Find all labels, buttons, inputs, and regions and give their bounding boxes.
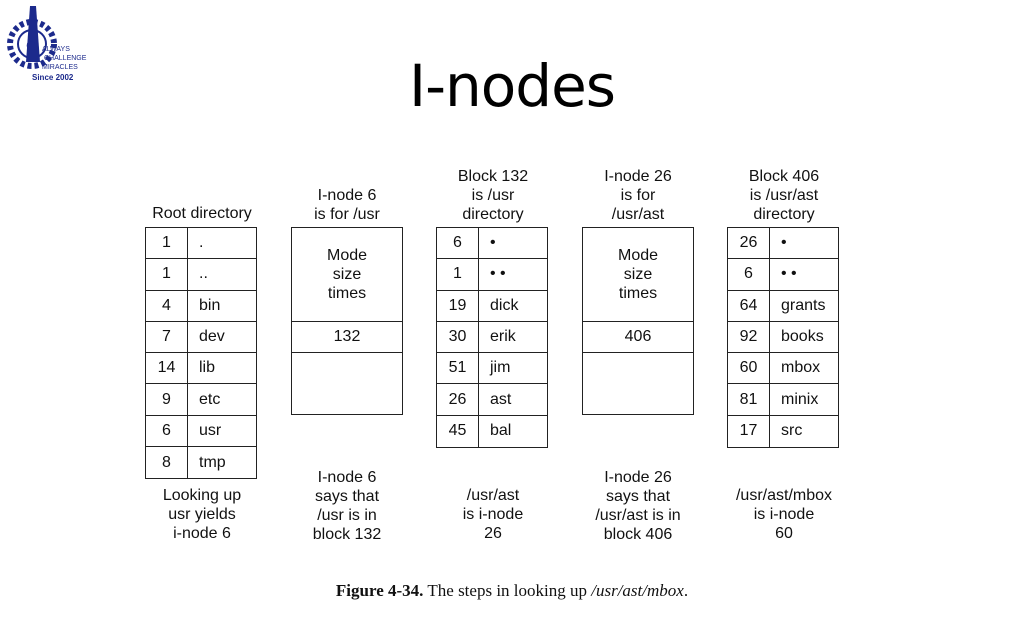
entry-name: minix — [781, 390, 819, 408]
block406-caption: /usr/ast/mbox is i-node 60 — [735, 487, 833, 542]
inode-number: 60 — [728, 353, 770, 384]
entry-name: dev — [199, 328, 225, 346]
inode6-attributes: Mode size times — [292, 228, 402, 322]
entry-name: etc — [199, 390, 221, 408]
entry-name: • — [781, 234, 787, 252]
slide-title: I-nodes — [409, 52, 616, 120]
inode-number: 30 — [437, 321, 479, 353]
inode26-attributes: Mode size times — [583, 228, 693, 322]
table-row: 9 etc — [146, 384, 256, 416]
svg-text:CHALLENGE: CHALLENGE — [44, 55, 87, 62]
table-row: 17 src — [728, 415, 838, 448]
svg-text:ALWAYS: ALWAYS — [42, 46, 70, 53]
inode6-caption: I-node 6 says that /usr is in block 132 — [312, 469, 382, 543]
table-row: 6 • • — [728, 259, 838, 291]
inode-number: 7 — [146, 321, 188, 353]
table-row: 45 bal — [437, 415, 547, 448]
figure-path: /usr/ast/mbox — [591, 581, 684, 600]
entry-name: mbox — [781, 359, 821, 377]
entry-name: erik — [490, 328, 516, 346]
inode26-header: I-node 26 is for /usr/ast — [604, 168, 672, 223]
inode-number: 45 — [437, 415, 479, 448]
block132-header: Block 132 is /usr directory — [457, 168, 529, 223]
inode6-box: Mode size times 132 — [291, 227, 403, 415]
inode-number: 1 — [146, 228, 188, 259]
entry-name: bin — [199, 296, 221, 314]
inode-number: 64 — [728, 290, 770, 321]
block406-table: 26 • 6 • • 64 grants 92 books 60 mbox 81 minix 17 src — [727, 227, 839, 449]
table-row: 8 tmp — [146, 447, 256, 479]
inode6-header: I-node 6 is for /usr — [314, 187, 380, 223]
inode-number: 26 — [437, 384, 479, 415]
entry-name: tmp — [199, 453, 226, 471]
entry-name: books — [781, 328, 824, 346]
table-row: 92 books — [728, 321, 838, 354]
svg-text:MIRACLES: MIRACLES — [42, 64, 78, 71]
block406-header: Block 406 is /usr/ast directory — [748, 168, 820, 223]
inode26-block-pointer: 406 — [583, 322, 693, 353]
figure-label: Figure 4-34. — [335, 581, 424, 600]
figure-end: . — [683, 581, 689, 600]
inode-number: 81 — [728, 384, 770, 415]
svg-text:C: C — [26, 39, 36, 54]
inode-number: 26 — [728, 228, 770, 259]
inode-number: 8 — [146, 447, 188, 479]
entry-name: usr — [199, 421, 222, 439]
table-row: 26 ast — [437, 384, 547, 416]
inode-number: 6 — [146, 415, 188, 447]
table-row: 1. — [146, 228, 256, 260]
entry-name: lib — [199, 359, 216, 377]
inode26-box: Mode size times 406 — [582, 227, 694, 415]
inode-number: 6 — [728, 259, 770, 290]
entry-name: bal — [490, 422, 512, 440]
table-row: 6 usr — [146, 415, 256, 448]
table-row: 81 minix — [728, 384, 838, 416]
inode-number: 19 — [437, 290, 479, 321]
root-directory-header: Root directory — [152, 205, 252, 222]
table-row: 51 jim — [437, 353, 547, 385]
table-row: 14 lib — [146, 353, 256, 385]
table-row: 6• — [437, 228, 547, 260]
svg-text:Since 2002: Since 2002 — [32, 73, 74, 82]
inode-number: 14 — [146, 353, 188, 384]
inode-number: 17 — [728, 415, 770, 448]
table-row: 19 dick — [437, 290, 547, 322]
figure-caption: Figure 4-34. The steps in looking up /us… — [0, 581, 1024, 601]
entry-name: • • — [781, 265, 797, 283]
table-row: 64 grants — [728, 290, 838, 322]
entry-name: jim — [490, 359, 511, 377]
entry-name: src — [781, 422, 803, 440]
entry-name: ast — [490, 390, 512, 408]
entry-name: . — [199, 234, 204, 252]
entry-name: • — [490, 234, 496, 252]
inode-number: 4 — [146, 290, 188, 321]
inode-number: 6 — [437, 228, 479, 259]
table-row: 1.. — [146, 259, 256, 291]
block132-caption: /usr/ast is i-node 26 — [462, 487, 524, 542]
entry-name: grants — [781, 296, 826, 314]
entry-name: .. — [199, 265, 208, 283]
inode26-caption: I-node 26 says that /usr/ast is in block… — [595, 469, 681, 543]
table-row: 30 erik — [437, 321, 547, 354]
inode-number: 51 — [437, 353, 479, 384]
inode-number: 9 — [146, 384, 188, 415]
root-caption: Looking up usr yields i-node 6 — [162, 487, 242, 542]
table-row: 60 mbox — [728, 353, 838, 385]
table-row: 26 • — [728, 228, 838, 260]
inode-number: 1 — [437, 259, 479, 290]
entry-name: dick — [490, 296, 519, 314]
table-row: 1 • • — [437, 259, 547, 291]
table-row: 4 bin — [146, 290, 256, 322]
table-row: 7 dev — [146, 321, 256, 354]
entry-name: • • — [490, 265, 506, 283]
inode6-block-pointer: 132 — [292, 322, 402, 353]
college-logo: C ALWAYS CHALLENGE MIRACLES Since 2002 — [7, 6, 87, 82]
inode-number: 1 — [146, 259, 188, 290]
figure-text: The steps in looking up — [427, 581, 587, 600]
inode-number: 92 — [728, 321, 770, 353]
